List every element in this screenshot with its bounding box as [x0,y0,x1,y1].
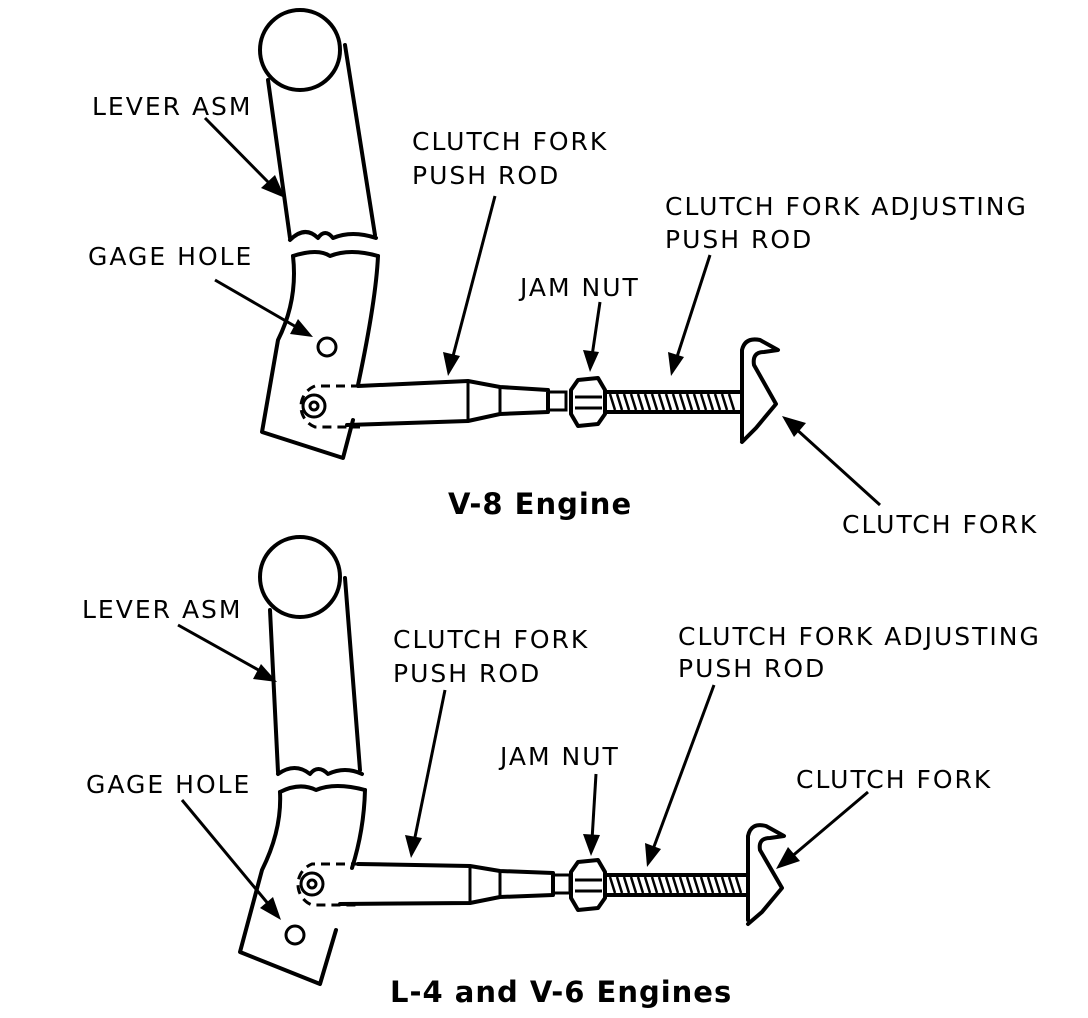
thread-mark [629,876,638,894]
l4v6-label-adjusting-2: PUSH ROD [678,654,826,683]
l4v6-label-lever-asm: LEVER ASM [82,595,242,624]
l4v6-push-rod [338,862,555,906]
l4v6-label-push-rod-2: PUSH ROD [393,659,541,688]
v8-push-rod [345,379,550,427]
thread-mark [629,393,638,411]
thread-mark [678,876,687,894]
v8-labels: LEVER ASM CLUTCH FORK PUSH ROD CLUTCH FO… [88,92,1038,539]
thread-mark [622,393,631,411]
thread-mark [734,876,743,894]
l4v6-lever-break [276,766,364,776]
l4v6-label-push-rod-1: CLUTCH FORK [393,625,589,654]
v8-lever-lower [260,254,380,460]
v8-label-clutch-fork: CLUTCH FORK [842,510,1038,539]
thread-mark [650,393,659,411]
thread-mark [622,876,631,894]
l4v6-lever-lower [238,788,367,986]
v8-linkage-drawing [258,8,780,460]
l4v6-clutch-fork [746,823,786,926]
l4v6-linkage-drawing [238,535,786,986]
thread-mark [699,876,708,894]
thread-mark [685,876,694,894]
v8-label-adjusting-1: CLUTCH FORK ADJUSTING [665,192,1028,221]
l4v6-caption: L-4 and V-6 Engines [390,975,732,1009]
l4v6-jam-nut [569,858,607,912]
thread-mark [643,393,652,411]
thread-mark [720,393,729,411]
thread-mark [615,393,624,411]
thread-mark [692,393,701,411]
l4v6-pivot-clevis [296,862,360,907]
thread-mark [706,393,715,411]
thread-mark [664,876,673,894]
v8-leaders [203,116,882,507]
thread-mark [727,393,736,411]
v8-label-jam-nut: JAM NUT [518,273,640,302]
v8-caption: V-8 Engine [448,487,632,521]
thread-mark [636,876,645,894]
v8-label-push-rod-2: PUSH ROD [412,161,560,190]
l4v6-threads [608,876,743,894]
v8-clutch-fork [740,337,780,444]
thread-mark [657,393,666,411]
thread-mark [713,876,722,894]
v8-pivot-clevis [299,384,360,429]
thread-mark [678,393,687,411]
v8-adjusting-rod [603,390,744,414]
v8-gage-hole [316,336,338,358]
l4v6-labels: LEVER ASM CLUTCH FORK PUSH ROD CLUTCH FO… [82,595,1041,1009]
thread-mark [671,876,680,894]
l4v6-label-gage-hole: GAGE HOLE [86,770,251,799]
thread-mark [713,393,722,411]
thread-mark [692,876,701,894]
l4v6-label-adjusting-1: CLUTCH FORK ADJUSTING [678,622,1041,651]
thread-mark [699,393,708,411]
l4v6-adjusting-rod [603,873,750,897]
thread-mark [636,393,645,411]
v8-label-adjusting-2: PUSH ROD [665,225,813,254]
l4v6-gage-hole [284,924,306,946]
thread-mark [720,876,729,894]
v8-label-lever-asm: LEVER ASM [92,92,252,121]
l4v6-leaders [177,623,869,920]
l4v6-label-clutch-fork: CLUTCH FORK [796,765,992,794]
v8-label-gage-hole: GAGE HOLE [88,242,253,271]
thread-mark [608,876,617,894]
thread-mark [650,876,659,894]
thread-mark [643,876,652,894]
v8-lever-ball [258,8,342,92]
thread-mark [657,876,666,894]
v8-label-push-rod-1: CLUTCH FORK [412,127,608,156]
thread-mark [706,876,715,894]
l4v6-lever-ball [258,535,342,619]
v8-lever-break [288,230,378,242]
thread-mark [727,876,736,894]
thread-mark [664,393,673,411]
thread-mark [671,393,680,411]
l4v6-label-jam-nut: JAM NUT [498,742,620,771]
thread-mark [608,393,617,411]
l4v6-lever-upper [268,576,362,774]
v8-threads [608,393,736,411]
thread-mark [615,876,624,894]
v8-jam-nut [569,376,607,428]
thread-mark [685,393,694,411]
v8-lever-upper [266,43,377,240]
